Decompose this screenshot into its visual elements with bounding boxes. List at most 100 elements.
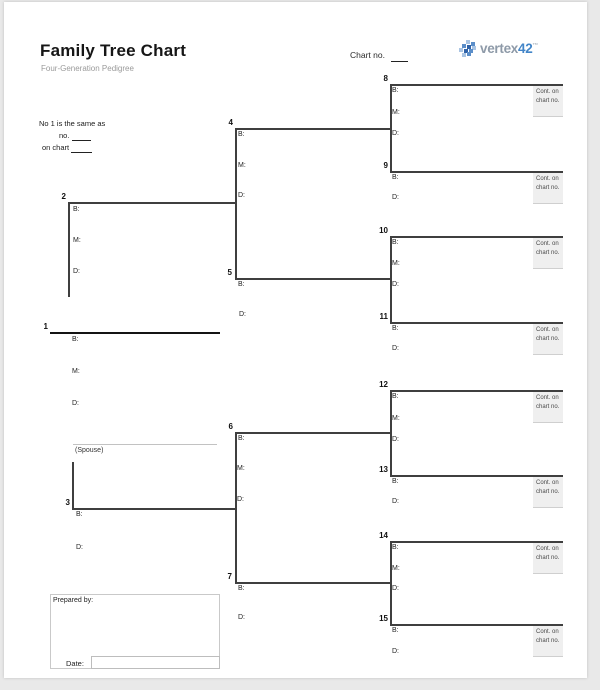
birth-label-3: B: bbox=[76, 511, 83, 518]
name-line-5[interactable] bbox=[235, 278, 390, 280]
marriage-label-6: M: bbox=[237, 465, 245, 472]
birth-label-10: B: bbox=[392, 239, 399, 246]
birth-label-13: B: bbox=[392, 478, 399, 485]
cont-chart-box-11[interactable]: Cont. on chart no. bbox=[533, 324, 563, 355]
cont-box-text-line2: chart no. bbox=[536, 250, 560, 256]
death-label-9: D: bbox=[392, 194, 399, 201]
name-line-10[interactable] bbox=[390, 236, 563, 238]
person-number-5: 5 bbox=[227, 268, 232, 277]
birth-label-11: B: bbox=[392, 325, 399, 332]
cont-box-text-line2: chart no. bbox=[536, 555, 560, 561]
death-label-4: D: bbox=[238, 192, 245, 199]
cont-box-text-line1: Cont. on bbox=[536, 241, 559, 247]
death-label-5: D: bbox=[239, 311, 246, 318]
name-line-2[interactable] bbox=[68, 202, 235, 204]
marriage-label-12: M: bbox=[392, 415, 400, 422]
name-line-12[interactable] bbox=[390, 390, 563, 392]
chart-no-label: Chart no. bbox=[350, 50, 385, 60]
death-label-15: D: bbox=[392, 648, 399, 655]
birth-label-14: B: bbox=[392, 544, 399, 551]
person-number-3: 3 bbox=[65, 498, 70, 507]
marriage-label-1: M: bbox=[72, 368, 80, 375]
marriage-label-10: M: bbox=[392, 260, 400, 267]
date-field[interactable] bbox=[91, 656, 220, 669]
person-number-13: 13 bbox=[379, 465, 388, 474]
birth-label-5: B: bbox=[238, 281, 245, 288]
name-line-3[interactable] bbox=[72, 508, 235, 510]
note-on-chart-blank[interactable] bbox=[71, 152, 92, 153]
birth-label-9: B: bbox=[392, 174, 399, 181]
marriage-label-4: M: bbox=[238, 162, 246, 169]
name-line-11[interactable] bbox=[390, 322, 563, 324]
person-number-9: 9 bbox=[383, 161, 388, 170]
cont-box-text-line2: chart no. bbox=[536, 336, 560, 342]
name-line-1[interactable] bbox=[50, 332, 220, 334]
marriage-label-14: M: bbox=[392, 565, 400, 572]
birth-label-6: B: bbox=[238, 435, 245, 442]
note-same-as: No 1 is the same as bbox=[39, 119, 106, 128]
connector-line bbox=[68, 202, 70, 297]
prepared-by-label: Prepared by: bbox=[53, 597, 94, 604]
date-label: Date: bbox=[66, 659, 84, 668]
death-label-12: D: bbox=[392, 436, 399, 443]
death-label-2: D: bbox=[73, 268, 80, 275]
cont-box-text-line1: Cont. on bbox=[536, 327, 559, 333]
spouse-name-line[interactable] bbox=[73, 444, 217, 445]
cont-box-text-line1: Cont. on bbox=[536, 395, 559, 401]
birth-label-2: B: bbox=[73, 206, 80, 213]
birth-label-8: B: bbox=[392, 87, 399, 94]
birth-label-4: B: bbox=[238, 131, 245, 138]
name-line-6[interactable] bbox=[235, 432, 390, 434]
marriage-label-8: M: bbox=[392, 109, 400, 116]
death-label-13: D: bbox=[392, 498, 399, 505]
note-on-chart-label: on chart bbox=[42, 143, 70, 152]
vertex42-logo-text: vertex42™ bbox=[480, 41, 538, 56]
cont-box-text-line2: chart no. bbox=[536, 185, 560, 191]
note-no-blank[interactable] bbox=[72, 140, 91, 141]
chart-no-blank[interactable] bbox=[391, 61, 408, 62]
note-no-label: no. bbox=[59, 131, 70, 140]
person-number-7: 7 bbox=[227, 572, 232, 581]
cont-box-text-line1: Cont. on bbox=[536, 176, 559, 182]
marriage-label-2: M: bbox=[73, 237, 81, 244]
name-line-7[interactable] bbox=[235, 582, 390, 584]
name-line-9[interactable] bbox=[390, 171, 563, 173]
logo-trademark: ™ bbox=[532, 43, 539, 49]
document-page bbox=[4, 2, 587, 678]
connector-line bbox=[72, 462, 74, 509]
cont-chart-box-10[interactable]: Cont. on chart no. bbox=[533, 238, 563, 269]
person-number-10: 10 bbox=[379, 226, 388, 235]
death-label-1: D: bbox=[72, 400, 79, 407]
name-line-15[interactable] bbox=[390, 624, 563, 626]
person-number-11: 11 bbox=[379, 312, 388, 321]
name-line-14[interactable] bbox=[390, 541, 563, 543]
logo-brand-prefix: vertex bbox=[480, 41, 518, 56]
cont-chart-box-9[interactable]: Cont. on chart no. bbox=[533, 173, 563, 204]
person-number-1: 1 bbox=[43, 322, 48, 331]
name-line-13[interactable] bbox=[390, 475, 563, 477]
person-number-12: 12 bbox=[379, 380, 388, 389]
vertex42-logo-icon bbox=[459, 40, 476, 57]
person-number-8: 8 bbox=[383, 74, 388, 83]
death-label-6: D: bbox=[237, 496, 244, 503]
person-number-4: 4 bbox=[228, 118, 233, 127]
name-line-4[interactable] bbox=[235, 128, 390, 130]
cont-box-text-line1: Cont. on bbox=[536, 629, 559, 635]
connector-line bbox=[390, 84, 392, 173]
person-number-14: 14 bbox=[379, 531, 388, 540]
death-label-3: D: bbox=[76, 544, 83, 551]
person-number-6: 6 bbox=[228, 422, 233, 431]
vertex42-logo: vertex42™ bbox=[459, 40, 538, 57]
birth-label-7: B: bbox=[238, 585, 245, 592]
cont-box-text-line1: Cont. on bbox=[536, 89, 559, 95]
connector-line bbox=[235, 128, 237, 280]
birth-label-15: B: bbox=[392, 627, 399, 634]
connector-line bbox=[390, 541, 392, 626]
name-line-8[interactable] bbox=[390, 84, 563, 86]
